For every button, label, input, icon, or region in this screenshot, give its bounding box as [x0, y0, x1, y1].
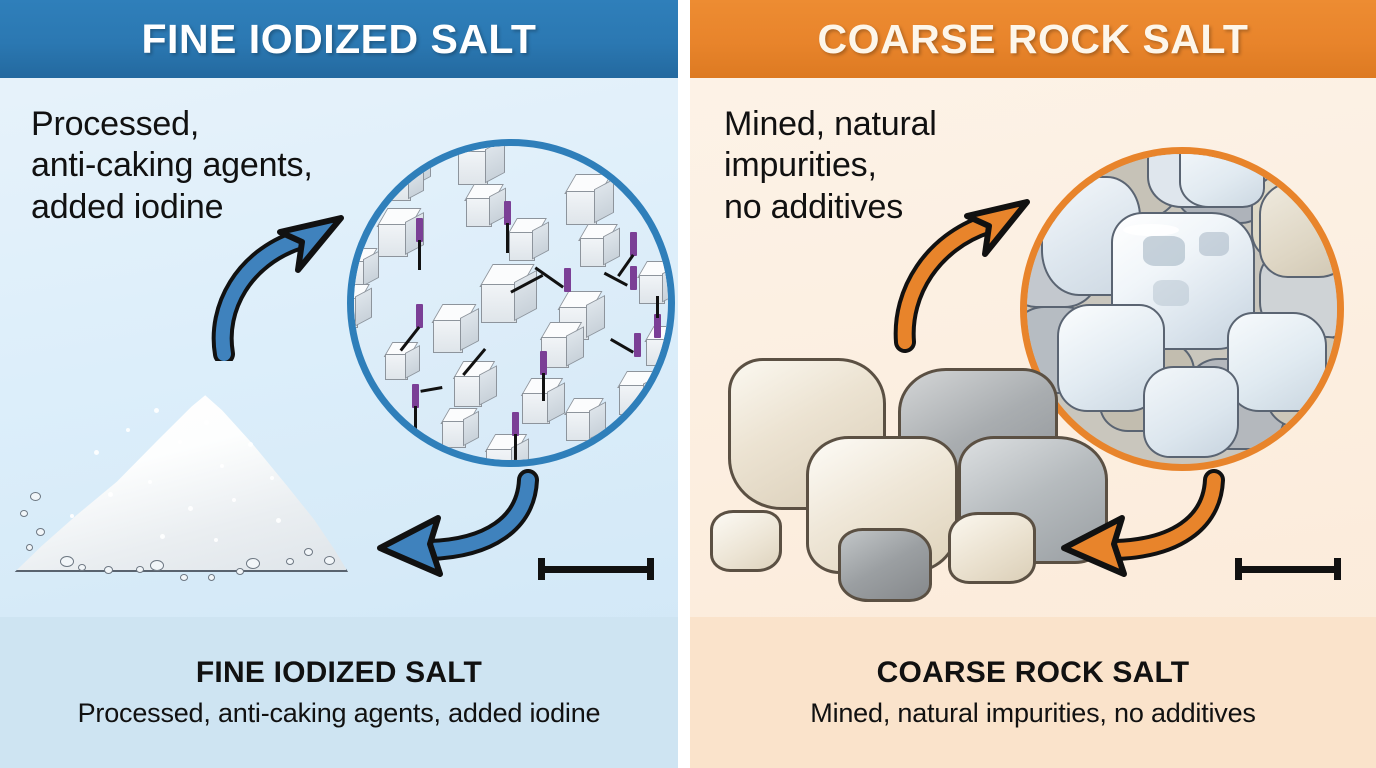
rock-salt-chunks	[690, 0, 1376, 768]
salt-mound-outline	[15, 397, 348, 572]
scale-bar	[538, 558, 654, 580]
header-band-fine-iodized-salt: FINE IODIZED SALT	[0, 0, 678, 78]
salt-crystal-cube	[385, 161, 427, 205]
salt-crystal-cube	[464, 184, 508, 230]
salt-crystal-cube	[520, 378, 568, 428]
description-text-coarse-rock-salt: Mined, natural impurities, no additives	[724, 105, 937, 226]
panel-background: COARSE ROCK SALT Mined, natural impuriti…	[690, 0, 1376, 768]
arrow-magnifier-to-sample	[1061, 469, 1225, 577]
salt-crystal-cube	[479, 264, 541, 328]
salt-crystal-cube	[354, 181, 376, 225]
panel-coarse-rock-salt: COARSE ROCK SALT Mined, natural impuriti…	[690, 0, 1376, 768]
panel-fine-iodized-salt: FINE IODIZED SALT Processed, anti-caking…	[0, 0, 678, 768]
caption-title: FINE IODIZED SALT	[195, 656, 483, 689]
salt-crystal-cube	[376, 208, 426, 262]
header-title: FINE IODIZED SALT	[141, 15, 537, 62]
halite-crystal	[1143, 366, 1239, 458]
halite-crystal	[1259, 182, 1337, 278]
arrow-sample-to-magnifier	[211, 215, 344, 361]
salt-crystal-cube	[507, 218, 551, 264]
halite-crystal	[1179, 154, 1265, 208]
caption-band-fine-iodized-salt: FINE IODIZED SALT Processed, anti-caking…	[0, 617, 678, 768]
arrow-sample-to-magnifier	[893, 199, 1030, 353]
salt-pile	[8, 368, 348, 590]
salt-crystal-cube	[578, 224, 622, 270]
arrow-magnifier-to-sample	[377, 469, 539, 577]
rock-chunk	[948, 512, 1036, 584]
header-title: COARSE ROCK SALT	[817, 15, 1249, 62]
salt-crystal-cube	[617, 371, 663, 419]
salt-crystal-cube	[431, 304, 481, 356]
header-band-coarse-rock-salt: COARSE ROCK SALT	[690, 0, 1376, 78]
description-text-fine-iodized-salt: Processed, anti-caking agents, added iod…	[31, 105, 313, 226]
rock-chunk	[710, 510, 782, 572]
halite-crystal	[1227, 312, 1327, 412]
panel-divider	[678, 0, 690, 768]
salt-crystal-cube	[452, 361, 500, 411]
salt-crystal-cube	[383, 342, 423, 384]
salt-crystal-cube	[637, 261, 668, 307]
caption-title: COARSE ROCK SALT	[876, 656, 1190, 689]
salt-crystal-cube	[484, 434, 532, 460]
caption-subtitle: Mined, natural impurities, no additives	[810, 698, 1256, 728]
salt-crystal-cube	[644, 326, 668, 370]
caption-band-coarse-rock-salt: COARSE ROCK SALT Mined, natural impuriti…	[690, 617, 1376, 768]
panel-background: FINE IODIZED SALT Processed, anti-caking…	[0, 0, 678, 768]
salt-crystal-cube	[456, 146, 508, 190]
scale-bar	[1235, 558, 1341, 580]
salt-crystal-cube	[440, 408, 482, 452]
caption-subtitle: Processed, anti-caking agents, added iod…	[77, 698, 601, 728]
rock-chunk	[838, 528, 932, 602]
salt-crystal-cube	[564, 174, 618, 230]
salt-crystal-cube	[539, 322, 587, 372]
salt-crystal-cube	[354, 284, 376, 332]
microscopic-view-fine-salt	[347, 139, 675, 467]
salt-crystal-cube	[564, 398, 608, 444]
microscopic-view-rock-salt	[1020, 147, 1344, 471]
